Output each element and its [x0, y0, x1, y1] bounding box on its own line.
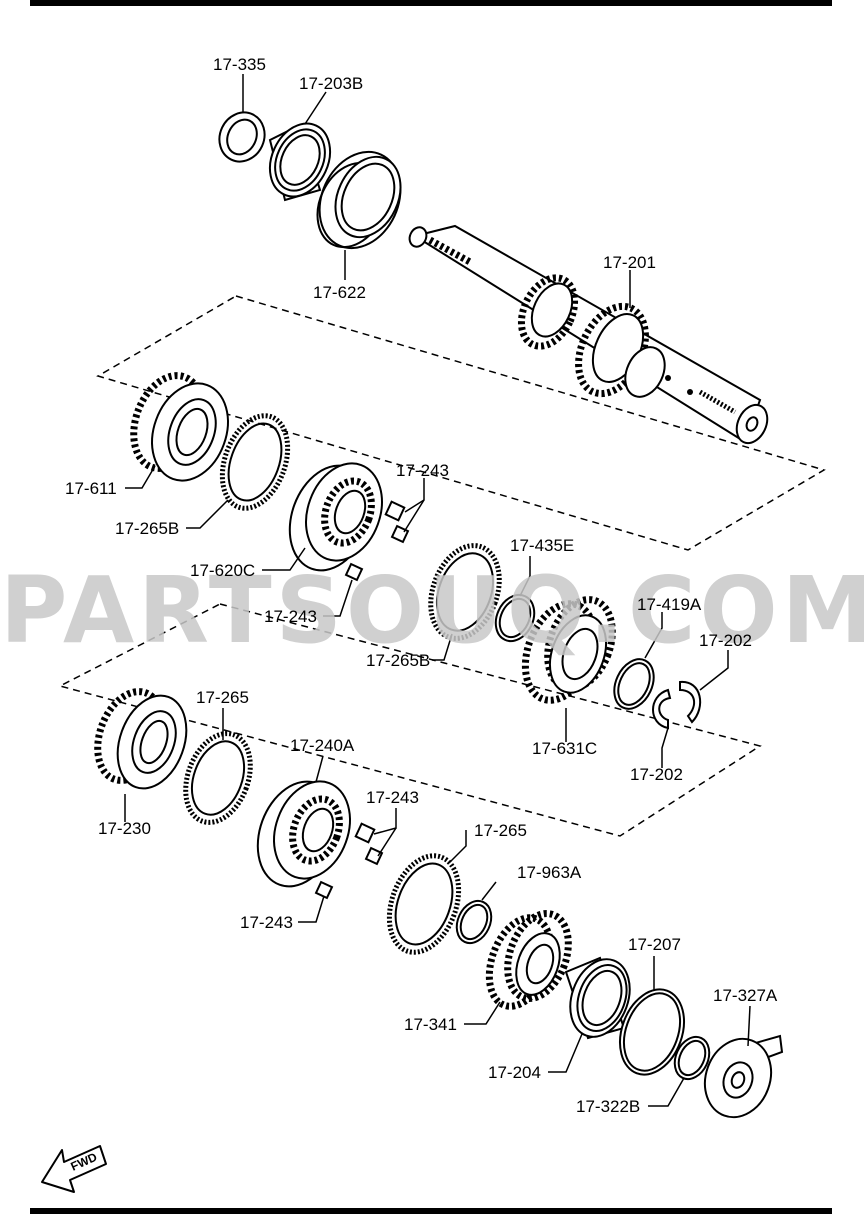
- label-17-341: 17-341: [404, 1015, 457, 1034]
- bottom-border: [30, 1208, 832, 1214]
- part-17-265-synchro-ring-b[interactable]: [377, 846, 471, 962]
- part-17-243-key-b[interactable]: [390, 524, 410, 544]
- part-17-419A-ring[interactable]: [607, 653, 662, 715]
- part-17-435E-snap-ring[interactable]: [489, 589, 542, 648]
- part-17-620C-synchronizer-hub[interactable]: [276, 453, 395, 582]
- part-17-243-key-a[interactable]: [384, 500, 406, 522]
- part-17-201-main-shaft[interactable]: [407, 224, 774, 448]
- part-17-265B-synchro-ring-lower[interactable]: [419, 536, 512, 648]
- label-17-622: 17-622: [313, 283, 366, 302]
- label-17-265B-lower: 17-265B: [366, 651, 430, 670]
- label-17-203B: 17-203B: [299, 74, 363, 93]
- label-17-202-b: 17-202: [630, 765, 683, 784]
- label-17-265B-upper: 17-265B: [115, 519, 179, 538]
- part-17-322B-snap-ring[interactable]: [668, 1031, 716, 1084]
- label-17-230: 17-230: [98, 819, 151, 838]
- part-17-963A-snap-ring[interactable]: [450, 895, 498, 948]
- top-border: [30, 0, 832, 6]
- label-17-435E: 17-435E: [510, 536, 574, 555]
- part-17-240A-synchronizer-hub[interactable]: [244, 770, 363, 897]
- part-17-202-thrust-half-ring-b[interactable]: [652, 688, 672, 730]
- part-17-327A-thrust-plate[interactable]: [694, 1029, 784, 1126]
- fwd-arrow-icon: FWD: [41, 1145, 107, 1193]
- label-17-327A: 17-327A: [713, 986, 778, 1005]
- part-17-341-gear[interactable]: [478, 905, 579, 1015]
- part-17-611-gear[interactable]: [122, 366, 241, 491]
- part-17-243-key-f[interactable]: [314, 880, 334, 900]
- label-17-620C: 17-620C: [190, 561, 255, 580]
- leader-lines: [124, 74, 751, 1107]
- label-17-243-a: 17-243: [396, 461, 449, 480]
- part-17-265-synchro-ring-a[interactable]: [174, 725, 262, 832]
- label-17-201: 17-201: [603, 253, 656, 272]
- label-17-243-b: 17-243: [264, 607, 317, 626]
- label-17-202-a: 17-202: [699, 631, 752, 650]
- label-17-322B: 17-322B: [576, 1097, 640, 1116]
- part-17-204-bearing[interactable]: [560, 951, 640, 1045]
- group-outline-upper: [96, 295, 826, 551]
- label-17-240A: 17-240A: [290, 736, 355, 755]
- part-17-335-seal[interactable]: [211, 105, 272, 169]
- label-17-243-d: 17-243: [240, 913, 293, 932]
- part-17-243-key-e[interactable]: [364, 846, 384, 866]
- label-17-419A: 17-419A: [637, 595, 702, 614]
- part-17-207-ring[interactable]: [609, 980, 695, 1083]
- label-17-265-b: 17-265: [474, 821, 527, 840]
- label-17-335: 17-335: [213, 55, 266, 74]
- label-17-963A: 17-963A: [517, 863, 582, 882]
- part-17-202-thrust-half-ring-a[interactable]: [679, 680, 701, 724]
- part-17-265B-synchro-ring-upper[interactable]: [210, 407, 299, 518]
- part-17-622-bearing-cup[interactable]: [304, 139, 415, 262]
- part-17-230-gear[interactable]: [86, 683, 198, 799]
- label-17-631C: 17-631C: [532, 739, 597, 758]
- group-outline-lower: [57, 603, 762, 837]
- label-17-265-a: 17-265: [196, 688, 249, 707]
- part-17-631C-gear[interactable]: [513, 591, 624, 710]
- part-17-243-key-d[interactable]: [354, 822, 376, 844]
- label-17-243-c: 17-243: [366, 788, 419, 807]
- part-17-243-key-c[interactable]: [344, 562, 364, 582]
- part-17-203B-bearing[interactable]: [259, 114, 342, 207]
- label-17-611: 17-611: [65, 479, 117, 498]
- watermark-text: PARTSOUQ.COM: [0, 557, 864, 664]
- label-17-207: 17-207: [628, 935, 681, 954]
- label-17-204: 17-204: [488, 1063, 541, 1082]
